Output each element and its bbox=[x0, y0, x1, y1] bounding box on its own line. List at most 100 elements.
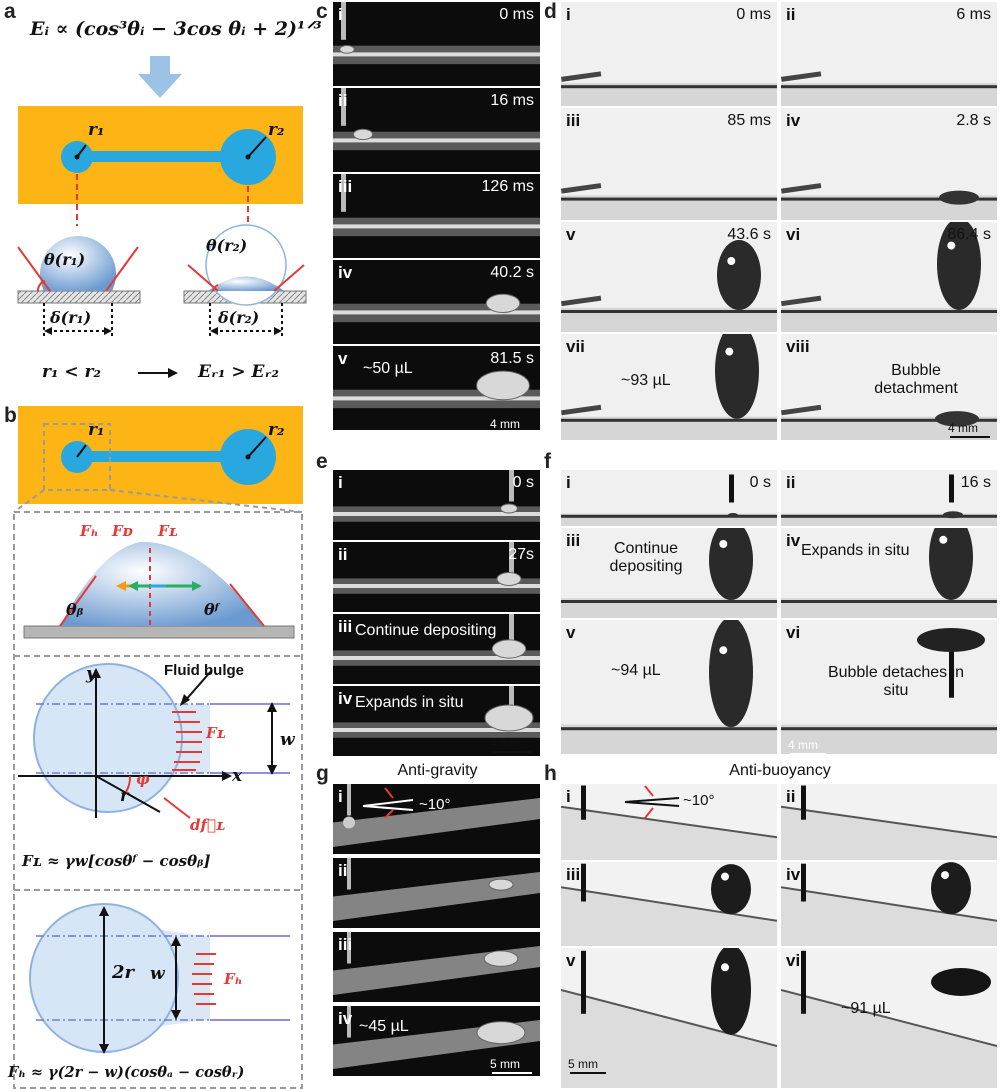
panel-f-iv-photo bbox=[781, 528, 997, 618]
panel-c-ii-time: 16 ms bbox=[490, 92, 534, 109]
panel-f-iv-roman: iv bbox=[786, 531, 801, 550]
panel-g-iv-roman: iv bbox=[338, 1009, 353, 1028]
panel-h-title: Anti-buoyancy bbox=[729, 762, 831, 779]
panel-e-i-photo bbox=[333, 470, 540, 540]
label-delta-r1: δ(r₁) bbox=[50, 308, 92, 327]
panel-e-iv-photo bbox=[333, 686, 540, 756]
panel-h-vi-frame: vi ~91 µL bbox=[781, 948, 997, 1088]
panel-d-vi-roman: vi bbox=[786, 225, 801, 244]
panel-c-scale-label: 4 mm bbox=[490, 417, 520, 431]
diameter-2r: 2r bbox=[112, 962, 135, 983]
panel-h-vi-roman: vi bbox=[786, 951, 801, 970]
panel-h-v-roman: v bbox=[566, 951, 576, 970]
panel-d-vii-roman: vii bbox=[566, 337, 585, 356]
panel-letter-a: a bbox=[4, 0, 16, 23]
panel-e-i-time: 0 s bbox=[512, 474, 534, 491]
panel-c-iv-frame: iv 40.2 s bbox=[333, 260, 540, 344]
panel-g-iii-frame: iii bbox=[333, 932, 540, 1002]
panel-f-iii-note: Continue depositing bbox=[609, 540, 683, 575]
panel-f-vi-photo bbox=[781, 620, 997, 754]
panel-d-vi-photo bbox=[781, 222, 997, 332]
panel-letter-c: c bbox=[316, 0, 328, 23]
panel-h-ii-photo bbox=[781, 784, 997, 860]
b-label-r1: r₁ bbox=[88, 420, 105, 440]
force-dfL: df⃗ʟ bbox=[190, 816, 226, 834]
panel-c-iv-roman: iv bbox=[338, 263, 353, 282]
panel-d-iv-time: 2.8 s bbox=[956, 112, 991, 129]
panel-d-scale-label: 4 mm bbox=[948, 421, 978, 435]
panel-d-iv-photo bbox=[781, 108, 997, 220]
panel-g-i-photo bbox=[333, 784, 540, 854]
panel-letter-h: h bbox=[544, 762, 557, 785]
panel-letter-d: d bbox=[544, 0, 557, 23]
panel-f-v-photo bbox=[561, 620, 777, 754]
panel-d-iv-roman: iv bbox=[786, 111, 801, 130]
relation-energy: Eᵣ₁ > Eᵣ₂ bbox=[198, 362, 279, 382]
angle-theta-f: θᶠ bbox=[204, 600, 220, 619]
equation-FL: Fʟ ≈ γw[cosθᶠ − cosθᵦ] bbox=[22, 852, 211, 870]
panel-d-iv-frame: iv 2.8 s bbox=[781, 108, 997, 220]
panel-c-scale-bar bbox=[492, 432, 532, 434]
panel-h-iii-photo bbox=[561, 862, 777, 946]
panel-d-v-roman: v bbox=[566, 225, 576, 244]
panel-g-scale-bar bbox=[492, 1072, 532, 1074]
panel-c-ii-roman: ii bbox=[338, 91, 348, 110]
panel-e-scale-label: 4 mm bbox=[490, 736, 520, 750]
panel-c-v-note: ~50 µL bbox=[363, 360, 413, 377]
panel-d-vii-photo bbox=[561, 334, 777, 440]
panel-f-ii-photo bbox=[781, 470, 997, 526]
b-label-r2: r₂ bbox=[268, 420, 285, 440]
panel-h-angle-icon bbox=[624, 785, 680, 819]
panel-d-ii-roman: ii bbox=[786, 5, 796, 24]
fluid-bulge-label: Fluid bulge bbox=[164, 662, 244, 679]
panel-h-iv-photo bbox=[781, 862, 997, 946]
panel-c-iii-photo bbox=[333, 174, 540, 258]
panel-f-v-roman: v bbox=[566, 623, 576, 642]
panel-d-vii-frame: vii~93 µL bbox=[561, 334, 777, 440]
panel-h-scale-bar bbox=[570, 1072, 606, 1074]
panel-f-ii-time: 16 s bbox=[960, 474, 991, 491]
panel-f-scale-bar bbox=[790, 753, 826, 755]
panel-f-iv-note: Expands in situ bbox=[801, 542, 910, 559]
panel-g-iv-note: ~45 µL bbox=[359, 1018, 409, 1035]
width-w-2: w bbox=[150, 964, 165, 984]
panel-d-viii-note: Bubble detachment bbox=[874, 362, 958, 397]
panel-g-i-roman: i bbox=[338, 787, 343, 806]
panel-d-i-frame: i 0 ms bbox=[561, 2, 777, 106]
panel-g-i-frame: i ~10° bbox=[333, 784, 540, 854]
label-theta-r2: θ(r₂) bbox=[206, 236, 248, 255]
panel-g-iii-photo bbox=[333, 932, 540, 1002]
panel-f-iii-frame: iii Continue depositing bbox=[561, 528, 777, 618]
panel-g-iv-photo bbox=[333, 1006, 540, 1076]
panel-e-ii-roman: ii bbox=[338, 545, 348, 564]
panel-d-iii-roman: iii bbox=[566, 111, 581, 130]
relation-radii: r₁ < r₂ bbox=[42, 362, 101, 382]
force-FH: Fₕ bbox=[80, 522, 99, 540]
force-FD: Fᴅ bbox=[112, 522, 133, 540]
panel-h-iii-frame: iii bbox=[561, 862, 777, 946]
panel-f-iii-roman: iii bbox=[566, 531, 581, 550]
panel-c-iv-time: 40.2 s bbox=[490, 264, 534, 281]
panel-f-i-roman: i bbox=[566, 473, 571, 492]
panel-e-i-frame: i 0 s bbox=[333, 470, 540, 540]
panel-g-angle: ~10° bbox=[419, 796, 451, 813]
panel-h-vi-note: ~91 µL bbox=[841, 1000, 891, 1017]
panel-e-i-roman: i bbox=[338, 473, 343, 492]
radius-r: r bbox=[120, 786, 129, 805]
panel-d-i-roman: i bbox=[566, 5, 571, 24]
panel-d-iii-photo bbox=[561, 108, 777, 220]
angle-phi: φ bbox=[136, 770, 150, 788]
panel-e-iii-roman: iii bbox=[338, 617, 353, 636]
panel-c-iii-time: 126 ms bbox=[481, 178, 534, 195]
label-delta-r2: δ(r₂) bbox=[218, 308, 260, 327]
panel-d-i-time: 0 ms bbox=[736, 6, 771, 23]
force-FL-vector: Fʟ bbox=[206, 724, 226, 742]
panel-h-angle: ~10° bbox=[683, 792, 715, 809]
